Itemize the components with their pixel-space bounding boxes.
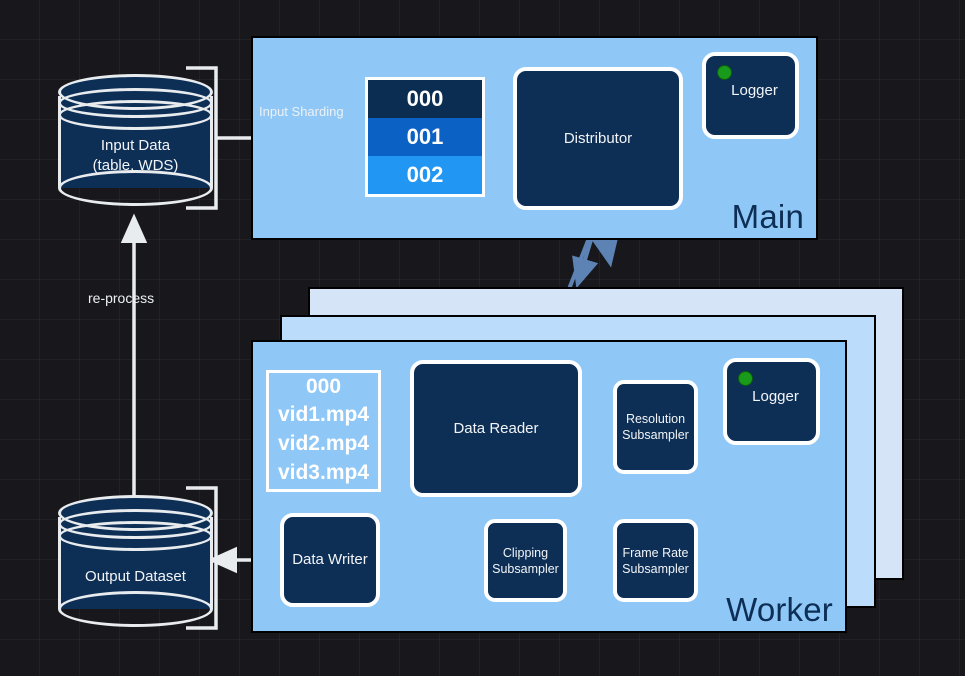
- worker-shard-header: 000: [269, 373, 378, 400]
- frame-rate-subsampler-label: Frame Rate Subsampler: [618, 545, 693, 577]
- worker-logger-label: Logger: [752, 388, 799, 405]
- main-logger-node[interactable]: Logger: [702, 52, 799, 139]
- clipping-subsampler-line1: Clipping: [502, 545, 549, 560]
- frame-rate-subsampler-node[interactable]: Frame Rate Subsampler: [613, 519, 698, 602]
- resolution-subsampler-label: Resolution Subsampler: [618, 411, 693, 443]
- resolution-subsampler-line2: Subsampler: [622, 428, 689, 442]
- input-data-line2: (table, WDS): [92, 156, 179, 174]
- frame-rate-subsampler-line2: Subsampler: [622, 561, 689, 576]
- shard-row[interactable]: 002: [368, 156, 482, 194]
- worker-logger-node[interactable]: Logger: [723, 358, 820, 445]
- status-dot-icon: [717, 65, 732, 80]
- status-dot-icon: [738, 371, 753, 386]
- output-dataset-store[interactable]: Output Dataset: [58, 495, 213, 630]
- worker-shard-file[interactable]: vid2.mp4: [269, 429, 378, 458]
- worker-group-title: Worker: [726, 591, 833, 628]
- resolution-subsampler-line1: Resolution: [625, 412, 686, 426]
- main-group-title: Main: [731, 198, 804, 235]
- data-writer-node[interactable]: Data Writer: [280, 513, 380, 607]
- data-writer-label: Data Writer: [292, 551, 368, 569]
- clipping-subsampler-label: Clipping Subsampler: [488, 545, 563, 577]
- clipping-subsampler-line2: Subsampler: [492, 561, 559, 576]
- clipping-subsampler-node[interactable]: Clipping Subsampler: [484, 519, 567, 602]
- reprocess-label: re-process: [88, 290, 155, 306]
- input-sharding-label: Input Sharding: [259, 104, 344, 119]
- distributor-label: Distributor: [563, 129, 633, 147]
- input-data-label: Input Data (table, WDS): [58, 136, 213, 175]
- input-data-line1: Input Data: [100, 137, 171, 154]
- worker-shard-stack[interactable]: 000 vid1.mp4 vid2.mp4 vid3.mp4: [266, 370, 381, 492]
- worker-shard-file[interactable]: vid1.mp4: [269, 400, 378, 429]
- input-data-store[interactable]: Input Data (table, WDS): [58, 74, 213, 209]
- frame-rate-subsampler-line1: Frame Rate: [622, 545, 689, 560]
- data-reader-node[interactable]: Data Reader: [410, 360, 582, 497]
- resolution-subsampler-node[interactable]: Resolution Subsampler: [613, 380, 698, 474]
- shard-row[interactable]: 000: [368, 80, 482, 118]
- input-shard-stack[interactable]: 000 001 002: [365, 77, 485, 197]
- worker-shard-file[interactable]: vid3.mp4: [269, 458, 378, 487]
- distributor-node[interactable]: Distributor: [513, 67, 683, 210]
- main-logger-label: Logger: [731, 82, 778, 99]
- shard-row[interactable]: 001: [368, 118, 482, 156]
- output-dataset-label: Output Dataset: [85, 568, 186, 585]
- data-reader-label: Data Reader: [453, 419, 539, 437]
